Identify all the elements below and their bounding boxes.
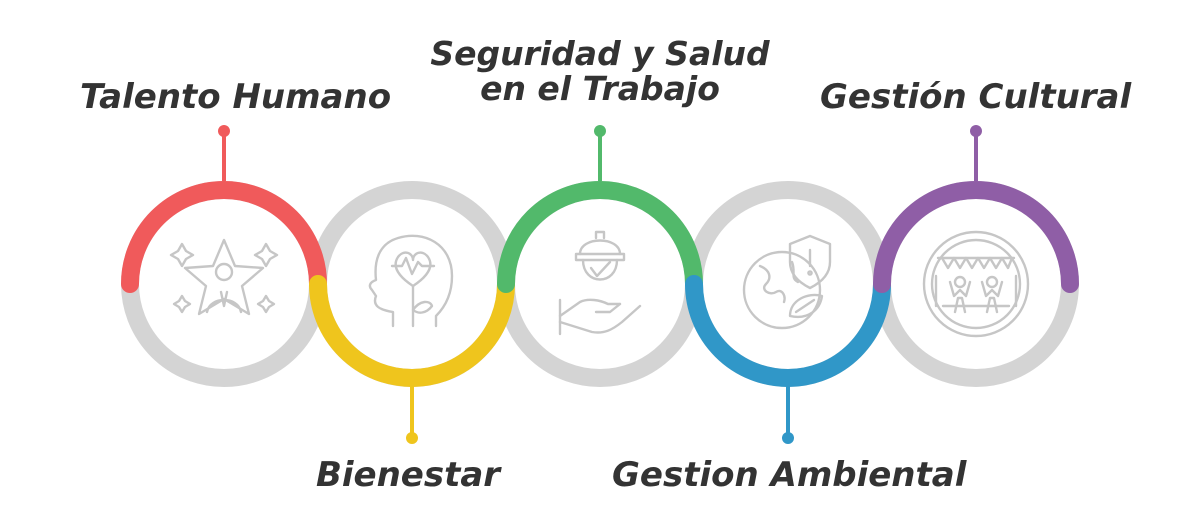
head-heart-icon (368, 234, 454, 328)
base-rings (121, 181, 1079, 387)
stage-label-bienestar: Bienestar (315, 455, 501, 495)
stage-label-gestion-cultural: Gestión Cultural (820, 77, 1132, 117)
globe-leaf-alert-icon (742, 234, 832, 330)
pin-dot-3 (594, 125, 606, 137)
stage-label-seguridad-line-2: en el Trabajo (480, 68, 720, 108)
arc-gestion-cultural (873, 181, 1079, 293)
pin-dot-1 (218, 125, 230, 137)
pin-dot-4 (782, 432, 794, 444)
connector-pins (218, 125, 982, 444)
stage-label-gestion-ambiental: Gestion Ambiental (612, 455, 967, 495)
pin-dot-2 (406, 432, 418, 444)
cultural-dance-icon (922, 230, 1030, 338)
stage-label-seguridad-salud: Seguridad y Salud en el Trabajo (430, 34, 770, 108)
arc-talento-humano (121, 181, 327, 293)
stage-label-talento-humano: Talento Humano (80, 77, 392, 117)
arc-seguridad (497, 181, 703, 293)
colored-arcs (121, 181, 1079, 387)
arc-gestion-ambiental (685, 275, 891, 387)
pin-dot-5 (970, 125, 982, 137)
arc-bienestar (309, 275, 515, 387)
stage-label-seguridad-line-1: Seguridad y Salud (430, 34, 770, 73)
safety-worker-icon (558, 230, 642, 336)
star-person-icon (169, 238, 279, 316)
